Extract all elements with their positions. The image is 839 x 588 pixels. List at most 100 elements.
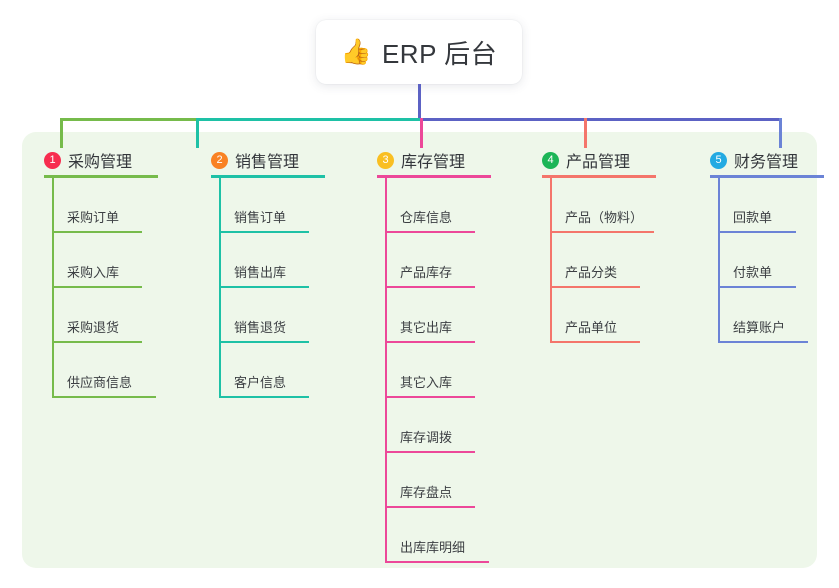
branch-item[interactable]: 销售订单: [200, 178, 309, 233]
branch-item[interactable]: 仓库信息: [366, 178, 475, 233]
branch-item-rule: [219, 231, 309, 233]
branch-item-rule: [385, 286, 475, 288]
branch-item[interactable]: 采购退货: [33, 288, 142, 343]
branch-item-list-4: 产品（物料） 产品分类产品单位: [531, 178, 654, 343]
branch-item-rule: [718, 286, 796, 288]
branch-item-label: 其它入库: [400, 375, 453, 390]
branch-badge-4: 4: [542, 151, 559, 169]
branch-spine-4: [550, 178, 552, 343]
branch-item-rule: [52, 231, 142, 233]
branch-item-rule: [219, 396, 309, 398]
branch-item-label: 回款单: [733, 210, 773, 225]
branch-item-list-5: 回款单付款单结算账户: [699, 178, 808, 343]
branch-drop-line-3: [420, 118, 423, 148]
branch-item-list-3: 仓库信息产品库存其它出库其它入库库存调拨库存盘点出库库明细: [366, 178, 489, 563]
branch-item-rule: [385, 506, 475, 508]
branch-item[interactable]: 回款单: [699, 178, 798, 233]
branch-spine-1: [52, 178, 54, 398]
branch-item[interactable]: 产品（物料）: [531, 178, 654, 233]
branch-item-label: 客户信息: [234, 375, 287, 390]
branch-header-rule-3: [377, 175, 491, 178]
branch-drop-line-5: [779, 118, 782, 148]
branch-item-rule: [385, 396, 475, 398]
branch-badge-3: 3: [377, 151, 394, 169]
branch-item-rule: [52, 396, 156, 398]
branch-column-1: 1 采购管理采购订单采购入库采购退货供应商信息: [33, 145, 158, 398]
branch-item-label: 库存调拨: [400, 430, 453, 445]
branch-item-rule: [385, 341, 475, 343]
branch-item-label: 付款单: [733, 265, 773, 280]
branch-item-rule: [718, 341, 808, 343]
branch-item-rule: [550, 341, 640, 343]
branch-item-rule: [718, 231, 796, 233]
branch-item-rule: [385, 561, 489, 563]
branch-header-rule-4: [542, 175, 656, 178]
branch-item-label: 产品分类: [565, 265, 618, 280]
branch-item[interactable]: 产品库存: [366, 233, 475, 288]
root-node[interactable]: 👍 ERP 后台: [316, 20, 522, 84]
branch-item-rule: [550, 231, 654, 233]
branch-item-label: 库存盘点: [400, 485, 453, 500]
branch-drop-line-4: [584, 118, 587, 148]
branch-item-label: 产品单位: [565, 320, 618, 335]
branch-item[interactable]: 库存调拨: [366, 398, 475, 453]
branch-item[interactable]: 库存盘点: [366, 453, 475, 508]
branch-item-rule: [52, 286, 142, 288]
branch-item[interactable]: 销售退货: [200, 288, 309, 343]
branch-item[interactable]: 供应商信息: [33, 343, 156, 398]
branch-spine-2: [219, 178, 221, 398]
branch-badge-5: 5: [710, 151, 727, 169]
branch-item[interactable]: 出库库明细: [366, 508, 489, 563]
branch-item[interactable]: 产品分类: [531, 233, 640, 288]
branch-drop-line-1: [60, 118, 63, 148]
branch-badge-1: 1: [44, 151, 61, 169]
branch-item-label: 采购订单: [67, 210, 120, 225]
branch-header-rule-1: [44, 175, 158, 178]
branch-item[interactable]: 付款单: [699, 233, 798, 288]
branch-drop-line-2: [196, 118, 199, 148]
branch-item[interactable]: 销售出库: [200, 233, 309, 288]
branch-item[interactable]: 结算账户: [699, 288, 808, 343]
branch-item-label: 销售出库: [234, 265, 287, 280]
branch-item-label: 出库库明细: [400, 540, 466, 555]
branch-item-list-1: 采购订单采购入库采购退货供应商信息: [33, 178, 156, 398]
branch-item-label: 销售订单: [234, 210, 287, 225]
branch-spine-5: [718, 178, 720, 343]
branch-item[interactable]: 客户信息: [200, 343, 309, 398]
branch-item-label: 采购退货: [67, 320, 120, 335]
branch-header-1[interactable]: 1 采购管理: [33, 145, 158, 178]
root-stem-line: [418, 84, 421, 121]
branch-item[interactable]: 其它入库: [366, 343, 475, 398]
branch-title-4: 产品管理: [566, 154, 631, 171]
thumbs-up-icon: 👍: [340, 37, 372, 66]
branch-header-4[interactable]: 4 产品管理: [531, 145, 656, 178]
branch-item[interactable]: 采购入库: [33, 233, 142, 288]
trunk-segment-blue: [420, 118, 779, 121]
branch-header-rule-2: [211, 175, 325, 178]
branch-item-rule: [385, 231, 475, 233]
branch-header-rule-5: [710, 175, 824, 178]
branch-item-list-2: 销售订单销售出库销售退货客户信息: [200, 178, 309, 398]
branch-spine-3: [385, 178, 387, 563]
branch-item[interactable]: 采购订单: [33, 178, 142, 233]
branch-item-label: 供应商信息: [67, 375, 133, 390]
root-node-title: ERP 后台: [381, 38, 498, 69]
branch-column-4: 4 产品管理产品（物料） 产品分类产品单位: [531, 145, 656, 343]
branch-badge-2: 2: [211, 151, 228, 169]
diagram-panel: [22, 132, 817, 568]
branch-item-label: 产品（物料）: [565, 210, 644, 225]
branch-title-1: 采购管理: [68, 154, 133, 171]
branch-item-label: 产品库存: [400, 265, 453, 280]
branch-item-label: 仓库信息: [400, 210, 453, 225]
branch-item-label: 其它出库: [400, 320, 453, 335]
branch-item[interactable]: 其它出库: [366, 288, 475, 343]
branch-item-rule: [385, 451, 475, 453]
branch-item-label: 销售退货: [234, 320, 287, 335]
branch-item-label: 采购入库: [67, 265, 120, 280]
branch-item[interactable]: 产品单位: [531, 288, 640, 343]
